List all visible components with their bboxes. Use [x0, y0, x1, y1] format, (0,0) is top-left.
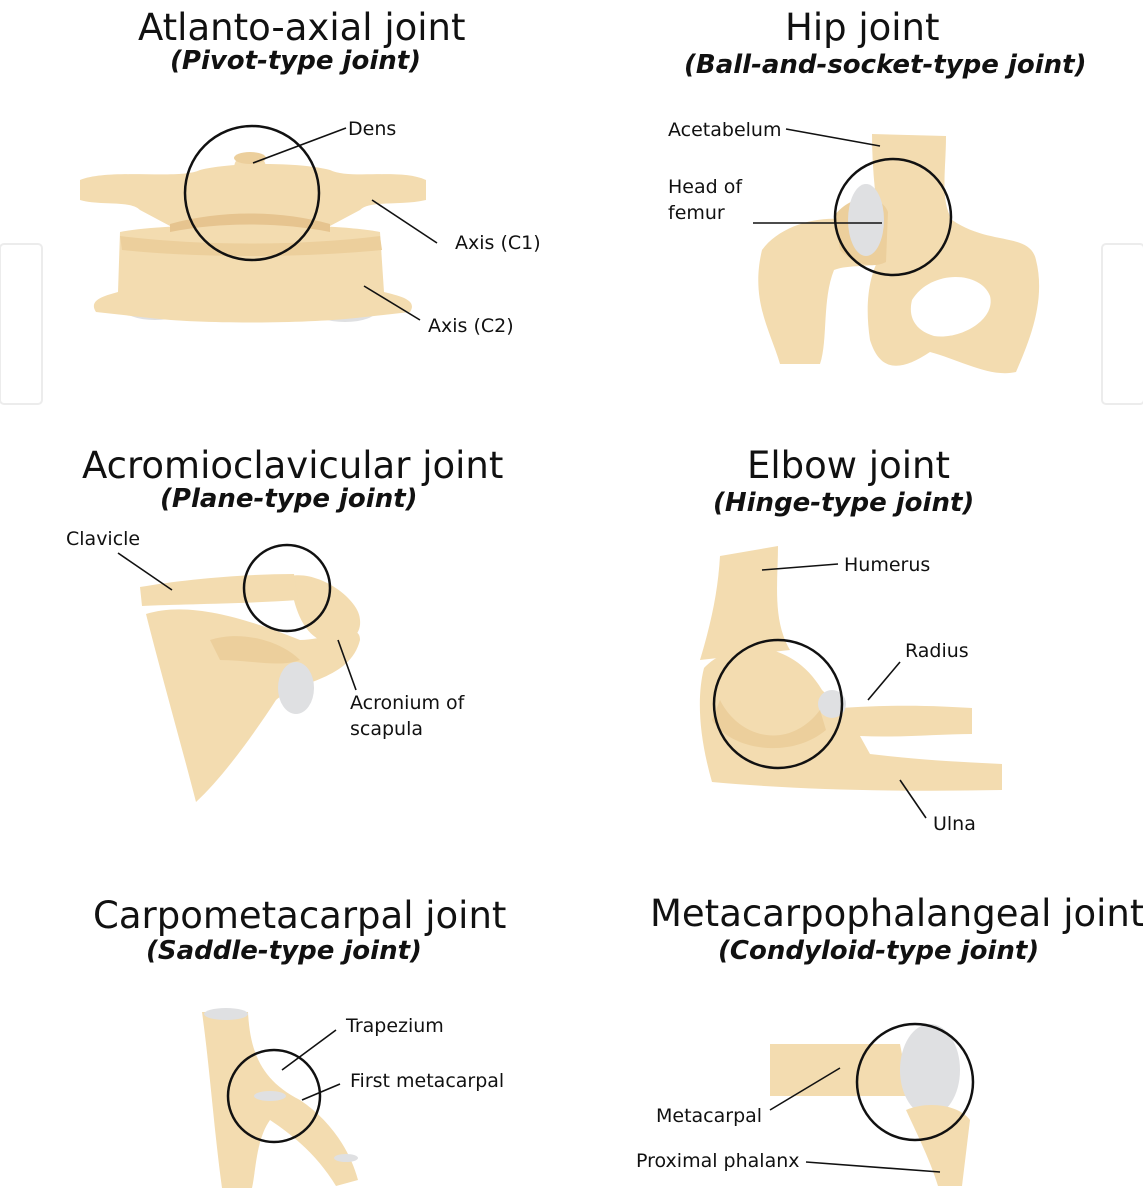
label-dens: Dens: [348, 116, 396, 142]
label-proximal-phalanx: Proximal phalanx: [636, 1148, 800, 1174]
label-humerus: Humerus: [844, 552, 930, 578]
panel-title: Atlanto-axial joint: [138, 6, 465, 49]
panel-title: Elbow joint: [747, 444, 950, 487]
label-metacarpal: Metacarpal: [656, 1103, 762, 1129]
panel-subtitle: (Ball-and-socket-type joint): [684, 50, 1086, 80]
label-clavicle: Clavicle: [66, 526, 140, 552]
label-trapezium: Trapezium: [346, 1013, 444, 1039]
atlanto-axial-illustration: [80, 126, 437, 323]
elbow-illustration: [700, 546, 1002, 818]
label-axis-c2: Axis (C2): [428, 313, 514, 339]
panel-title: Acromioclavicular joint: [82, 444, 503, 487]
metacarpophalangeal-illustration: [770, 1024, 973, 1186]
panel-subtitle: (Hinge-type joint): [713, 488, 974, 518]
panel-subtitle: (Condyloid-type joint): [718, 936, 1039, 966]
label-acetabelum: Acetabelum: [668, 117, 781, 143]
label-first-metacarpal: First metacarpal: [350, 1068, 504, 1094]
hip-illustration: [753, 129, 1039, 373]
panel-subtitle: (Pivot-type joint): [170, 46, 421, 76]
label-scapula: scapula: [350, 716, 423, 742]
label-ulna: Ulna: [933, 811, 976, 837]
panel-title: Metacarpophalangeal joint: [650, 892, 1143, 935]
carpometacarpal-illustration: [202, 1008, 358, 1188]
label-radius: Radius: [905, 638, 969, 664]
label-axis-c1: Axis (C1): [455, 230, 541, 256]
label-femur: femur: [668, 200, 725, 226]
label-head-of: Head of: [668, 174, 742, 200]
panel-subtitle: (Saddle-type joint): [146, 936, 422, 966]
label-acronium-of: Acronium of: [350, 690, 464, 716]
panel-title: Hip joint: [785, 6, 940, 49]
panel-title: Carpometacarpal joint: [93, 894, 506, 937]
panel-subtitle: (Plane-type joint): [160, 484, 418, 514]
acromioclavicular-illustration: [118, 545, 360, 802]
